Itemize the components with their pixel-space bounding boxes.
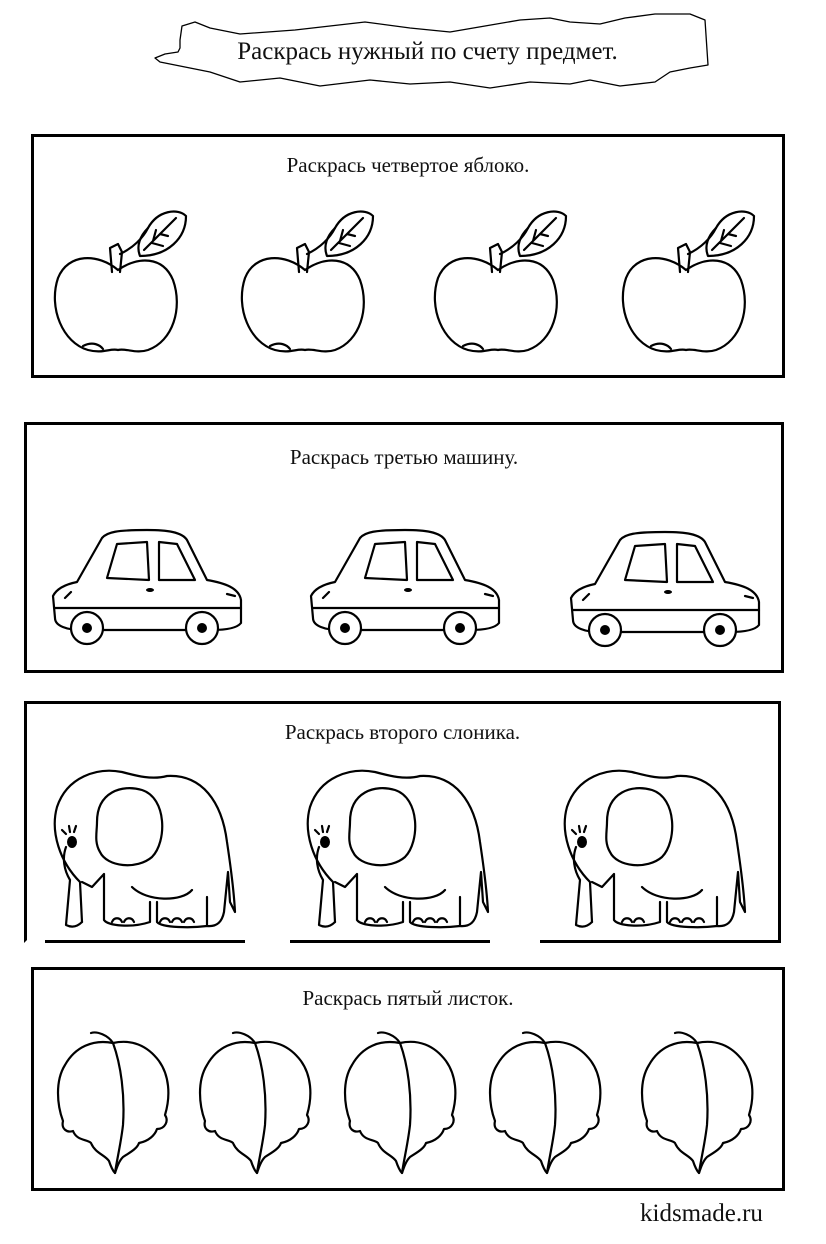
leaf-3[interactable] xyxy=(340,1025,460,1175)
apple-2[interactable] xyxy=(235,208,375,358)
elephant-2[interactable] xyxy=(295,762,495,942)
leaf-2[interactable] xyxy=(195,1025,315,1175)
task-box-elephants: Раскрась второго слоника. xyxy=(24,701,781,943)
box-bottom-segment xyxy=(45,940,245,943)
box-bottom-segment xyxy=(540,940,781,943)
apple-1[interactable] xyxy=(48,208,188,358)
worksheet-title: Раскрась нужный по счету предмет. xyxy=(237,38,618,65)
site-watermark: kidsmade.ru xyxy=(640,1200,763,1227)
title-cloud xyxy=(154,13,709,89)
elephant-1[interactable] xyxy=(42,762,242,942)
box-bottom-segment xyxy=(290,940,490,943)
car-1[interactable] xyxy=(47,528,247,648)
task-box-apples: Раскрась четвертое яблоко. xyxy=(31,134,785,378)
task-box-leaves: Раскрась пятый листок. xyxy=(31,967,785,1191)
task-title: Раскрась четвертое яблоко. xyxy=(286,153,530,177)
car-3[interactable] xyxy=(565,530,765,650)
elephant-3[interactable] xyxy=(552,762,752,942)
leaf-1[interactable] xyxy=(53,1025,173,1175)
task-title: Раскрась третью машину. xyxy=(289,445,519,469)
leaf-4[interactable] xyxy=(485,1025,605,1175)
task-title: Раскрась второго слоника. xyxy=(284,720,521,744)
apple-3[interactable] xyxy=(428,208,568,358)
car-2[interactable] xyxy=(305,528,505,648)
task-title: Раскрась пятый листок. xyxy=(302,986,514,1010)
leaf-5[interactable] xyxy=(637,1025,757,1175)
apple-4[interactable] xyxy=(616,208,756,358)
task-box-cars: Раскрась третью машину. xyxy=(24,422,784,673)
